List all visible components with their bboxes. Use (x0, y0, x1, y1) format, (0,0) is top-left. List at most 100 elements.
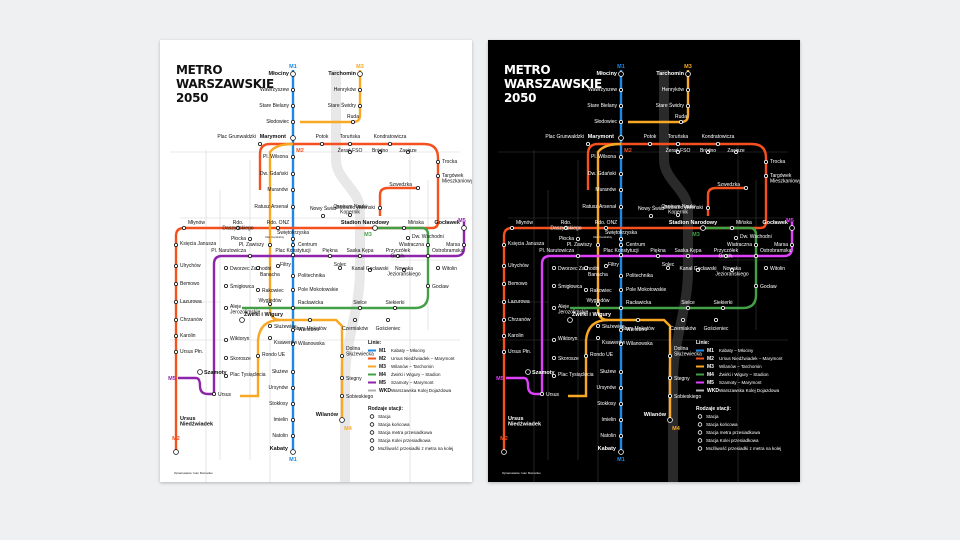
station-label-ruda: Ruda (675, 114, 687, 120)
station-label-zacisze: Zacisze (727, 148, 744, 154)
station-label-wawrzyszew: Wawrzyszew (260, 87, 289, 93)
line-tag-m1-top: M1 (289, 64, 297, 70)
station-label-lazurowa: Lazurowa (508, 299, 530, 305)
station-marker (665, 265, 670, 270)
station-label-goclawek: Gocławek (434, 220, 461, 226)
line-m3-sw (568, 318, 609, 398)
map-title: METRO (504, 63, 550, 77)
station-label-ursus: Ursus (218, 392, 232, 398)
station-marker (753, 253, 758, 258)
station-label-dolina: Służewiecka (346, 352, 374, 358)
station-label-wiktoryn: Wiktoryn (230, 336, 250, 342)
station-label-swietokrzyska: Świętokrzyska (277, 228, 309, 236)
legend-marker-type2 (697, 422, 703, 427)
station-marker (339, 417, 345, 423)
station-label-pl_konstytucji: Plac Konstytucji (275, 248, 310, 254)
station-label-dworzec_zachodni: Dworzec Zachodni (558, 266, 599, 272)
station-label-muranow: Muranów (595, 187, 616, 193)
station-marker (425, 242, 430, 247)
map-title: METRO (176, 63, 222, 77)
station-marker (347, 212, 352, 217)
station-label-dolina: Dolina (346, 346, 360, 352)
station-marker (509, 225, 514, 230)
station-marker (290, 252, 295, 257)
station-marker (715, 142, 720, 147)
station-marker (290, 327, 295, 332)
station-label-czerniakow: Czerniaków (670, 326, 697, 332)
legend-text-m3: Wilanów – Tarchomin (719, 364, 762, 369)
station-label-smigielska: Śmigłowca (558, 282, 582, 290)
line-tag-m2-top: M2 (624, 148, 632, 154)
line-m2-branch (378, 186, 418, 216)
station-label-wilanow: Wilanów (316, 412, 339, 418)
station-label-saska_kepa: Saska Kępa (347, 248, 374, 254)
legend-type3: Stacja metra przesiadkowa (706, 430, 761, 435)
station-label-sluzew: Służew (600, 369, 617, 375)
station-label-dw-centralny: Dw. Centralny (265, 235, 284, 239)
station-marker (789, 225, 795, 231)
map-footer: Opracowanie: Ivan Romanko (174, 471, 213, 475)
station-label-ksawerow: Ksawerów (602, 340, 625, 346)
station-label-goclaw: Gocław (432, 284, 449, 290)
station-label-bemowo: Bemowo (508, 281, 528, 287)
station-label-tarchomin: Tarchomin (328, 71, 356, 77)
station-label-ksiecia_janusza: Księcia Janusza (180, 241, 216, 247)
station-label-plocka: Płocka (231, 236, 246, 242)
station-label-ursus_niedzwiadek: Niedźwiadek (180, 422, 214, 428)
map-title: 2050 (176, 91, 208, 105)
station-marker (173, 263, 178, 268)
station-marker (268, 242, 273, 247)
map-footer: Opracowanie: Ivan Romanko (502, 471, 541, 475)
station-label-aleje_jerozolimskie: Jerozolimskie (558, 310, 589, 316)
legend-types-heading: Rodzaje stacji: (368, 406, 403, 412)
station-label-dw_wschodni: Dw. Wschodni (740, 234, 772, 240)
station-label-szamoty: Szamoty (204, 370, 228, 376)
line-tag-m3-stadion: M3 (692, 232, 700, 238)
station-marker (258, 142, 263, 147)
station-label-nowy_swiat: Nowy Świat (638, 204, 665, 212)
station-marker (290, 341, 295, 346)
station-marker (753, 242, 758, 247)
station-marker (501, 317, 506, 322)
station-marker (618, 236, 623, 241)
station-label-ursynow: Ursynów (597, 385, 617, 391)
station-label-solec: Solec (334, 262, 347, 268)
station-label-slodowiec: Słodowiec (266, 119, 289, 125)
legend-type5: Możliwość przesiadki z metra na kolej (706, 446, 781, 451)
station-label-stadion: Stadion Narodowy (669, 220, 718, 226)
station-marker (173, 449, 179, 455)
station-label-rdo_daszynskiego: Rdo. (233, 220, 244, 226)
station-marker (212, 391, 217, 396)
station-label-saska_kepa: Saska Kępa (675, 248, 702, 254)
station-label-aleje_jerozolimskie: Aleje (230, 304, 241, 310)
station-marker (667, 353, 672, 358)
station-marker (290, 287, 295, 292)
station-marker (576, 253, 581, 258)
station-label-ursus_pln: Ursus Płn. (508, 349, 531, 355)
river (331, 70, 365, 482)
map-title: WARSZAWSKIE (176, 77, 274, 91)
legend-marker-type1 (697, 414, 703, 419)
legend-code-m1: M1 (707, 348, 714, 354)
legend-types-heading: Rodzaje stacji: (696, 406, 731, 412)
station-marker (236, 225, 241, 230)
station-label-marymont: Marymont (588, 134, 614, 140)
station-marker (596, 301, 601, 306)
station-label-stare_bielany: Stare Bielany (259, 103, 289, 109)
station-label-stary_mokotow: Stary Mokotów (293, 326, 326, 332)
station-marker (173, 242, 178, 247)
station-label-wierzbno: Wierzbno (626, 327, 647, 333)
station-marker (618, 204, 623, 209)
station-marker (290, 155, 295, 160)
station-label-rdo_daszynskiego: Daszyńskiego (550, 226, 581, 232)
station-label-politechnika: Politechnika (626, 273, 653, 279)
station-label-witolin: Witolin (442, 266, 457, 272)
line-tag-m5-left: M5 (496, 376, 504, 382)
line-m5 (506, 222, 794, 396)
station-label-centrum_nauki: Centrum Nauki (333, 204, 366, 210)
station-label-milosna: Mińska (736, 220, 752, 226)
station-marker (461, 225, 467, 231)
station-marker (405, 150, 410, 155)
station-label-dw_wschodni: Dw. Wschodni (412, 234, 444, 240)
